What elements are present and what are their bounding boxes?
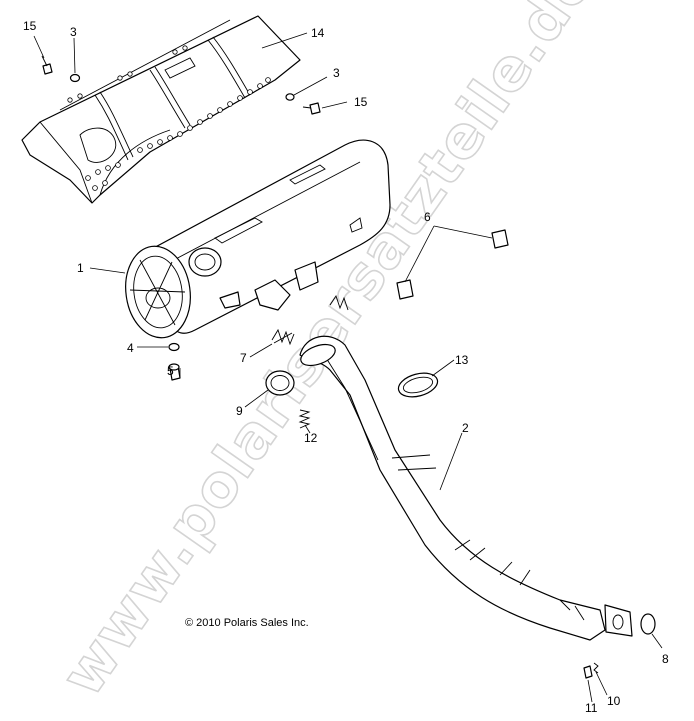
bolt-15-right [302,102,321,115]
bracket-6-lower [396,279,414,300]
spring-12 [298,409,311,429]
callout-8: 8 [662,652,669,666]
clamp-13 [397,372,439,398]
leader-lines [33,32,663,703]
gasket-8 [640,613,656,635]
washer-4 [168,342,180,352]
callout-9: 9 [236,404,243,418]
spring-7 [271,328,295,346]
bolt-5 [168,363,181,381]
callout-5: 5 [167,364,174,378]
spring-upper [329,294,349,311]
callout-10: 10 [607,694,621,708]
nut-3-top-left [69,73,81,83]
callout-13: 13 [455,353,469,367]
callout-6: 6 [424,210,431,224]
callout-3-right: 3 [333,66,340,80]
callout-15-right: 15 [354,95,368,109]
callout-11: 11 [585,701,598,715]
callout-4: 4 [127,341,134,355]
bolt-15-top-left [41,55,53,75]
head-pipe-part [299,335,633,641]
callout-12: 12 [304,431,318,445]
gasket-9 [265,370,295,396]
copyright-text: © 2010 Polaris Sales Inc. [185,617,309,629]
heat-shield-part [21,15,301,204]
muffler-part [125,139,391,339]
callout-3-top: 3 [70,25,77,39]
callout-1: 1 [77,261,84,275]
callout-14: 14 [311,26,325,40]
callout-2: 2 [462,421,469,435]
bracket-6-upper [491,229,509,249]
callout-15-top: 15 [23,19,37,33]
bolt-11 [583,665,593,679]
spring-pin-10 [593,662,599,674]
callout-7: 7 [240,351,247,365]
nut-3-right [285,93,295,101]
